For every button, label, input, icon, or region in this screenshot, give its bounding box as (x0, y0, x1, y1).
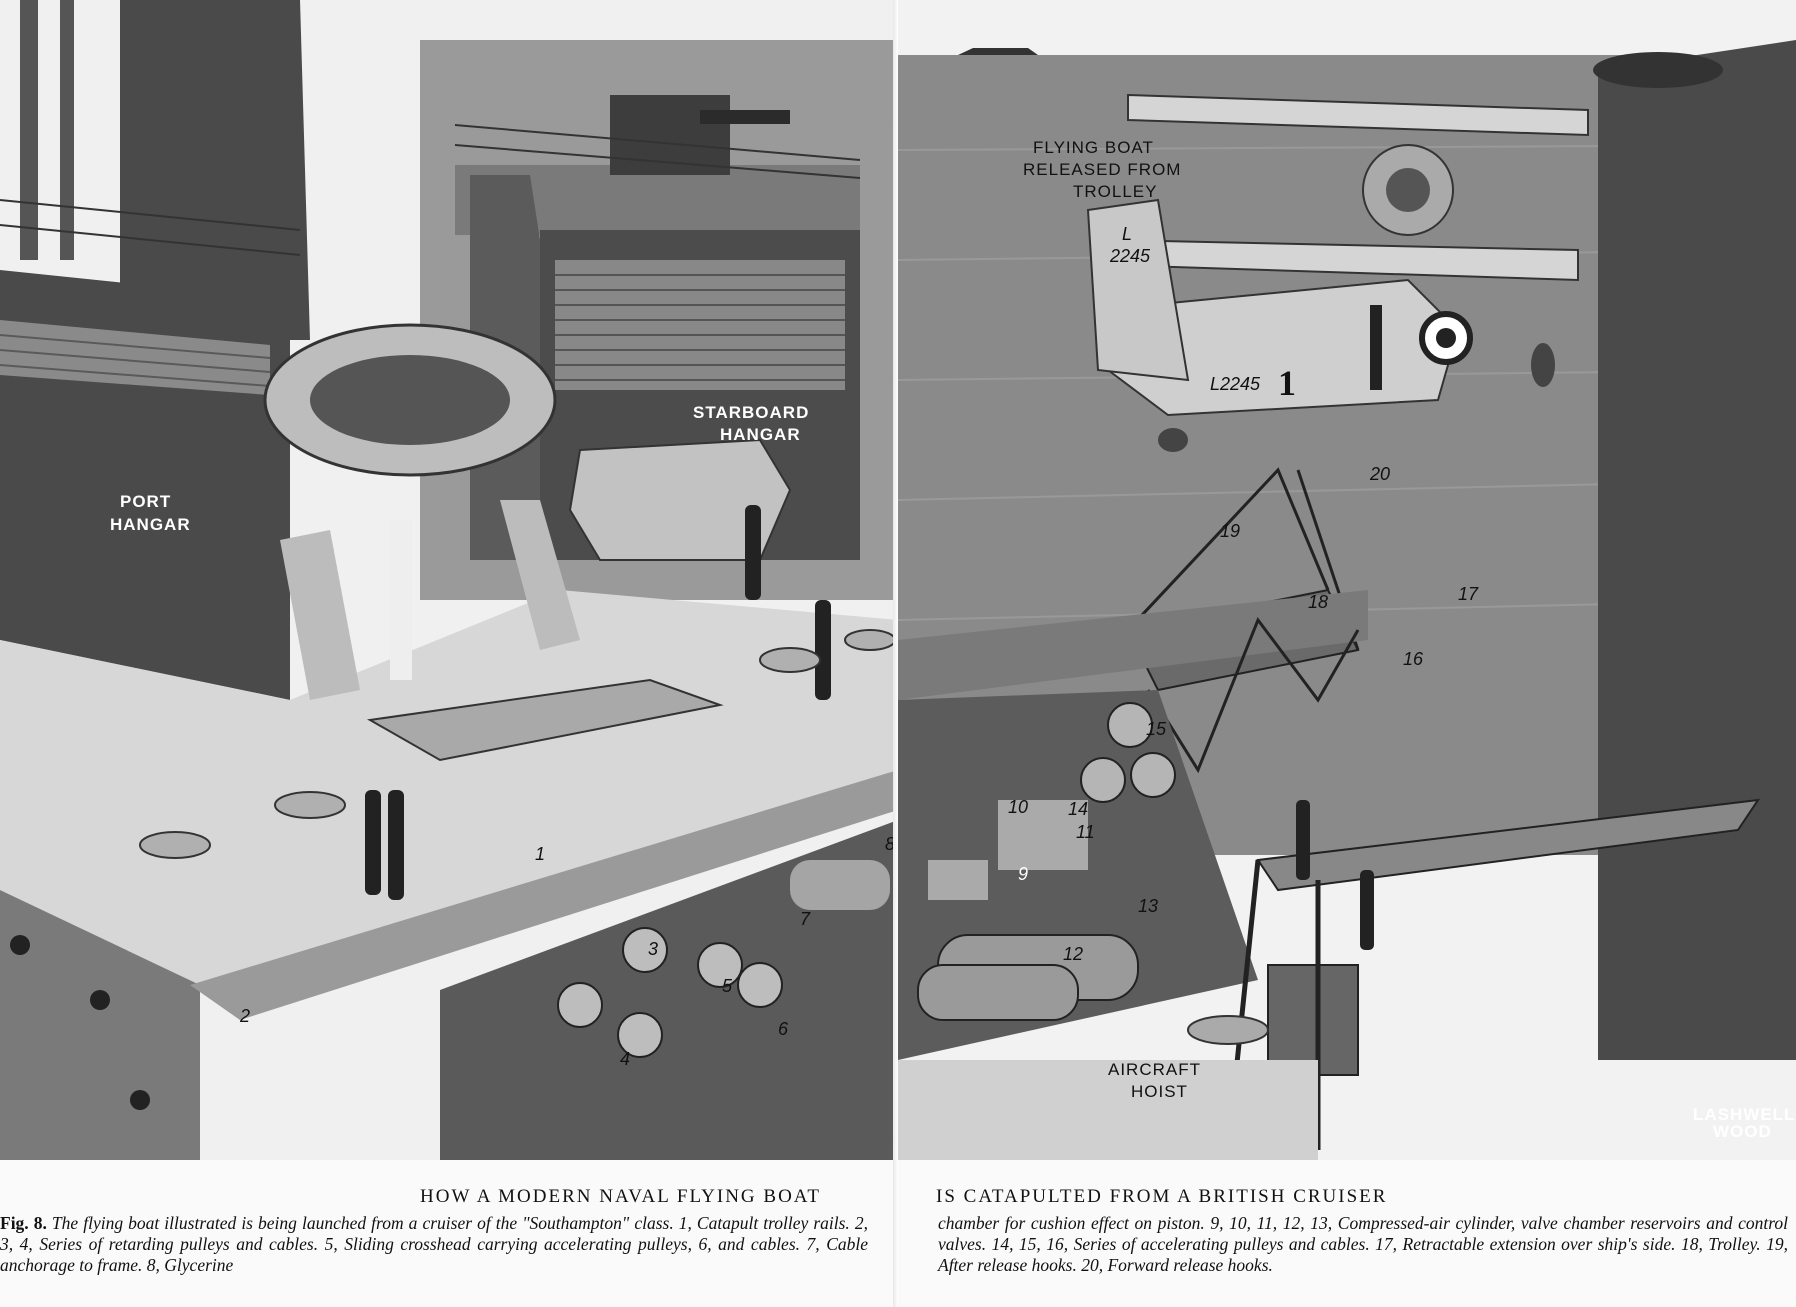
callout-11: 11 (1076, 822, 1095, 842)
aircraft-hoist-label-2: HOIST (1131, 1082, 1188, 1101)
flying-boat-label-1: FLYING BOAT (1033, 138, 1154, 157)
funnel (120, 0, 310, 340)
callout-6: 6 (778, 1019, 789, 1039)
flying-boat-label-3: TROLLEY (1073, 182, 1157, 201)
funnel-right (1598, 40, 1796, 1060)
port-shutter (0, 320, 271, 395)
left-page: PORT HANGAR STARBOARD HANGAR 1 2 3 4 5 6… (0, 0, 898, 1276)
left-illustration: PORT HANGAR STARBOARD HANGAR 1 2 3 4 5 6… (0, 0, 898, 1160)
callout-1: 1 (535, 844, 545, 864)
right-page: L 2245 L2245 1 (898, 0, 1796, 1307)
tail-fin (1086, 198, 1190, 382)
catapult-drawing: L 2245 L2245 1 (898, 0, 1796, 1160)
callout-12: 12 (1063, 944, 1083, 964)
sailors-right (1296, 800, 1374, 950)
deck-hatches (139, 629, 896, 859)
cylinder (998, 800, 1088, 870)
caption-left-text: The flying boat illustrated is being lau… (0, 1213, 868, 1275)
flying-boat: L 2245 L2245 1 (1086, 93, 1589, 452)
callout-3: 3 (648, 939, 658, 959)
caption-right: chamber for cushion effect on piston. 9,… (938, 1213, 1788, 1275)
signature-2: WOOD (1713, 1122, 1772, 1141)
starboard-shutter (555, 260, 845, 390)
heading-left: HOW A MODERN NAVAL FLYING BOAT (420, 1186, 822, 1207)
callout-17: 17 (1458, 584, 1479, 604)
float (1158, 428, 1188, 452)
life-raft (263, 323, 557, 477)
hull-side (0, 890, 200, 1160)
retarding-pulleys (557, 927, 783, 1058)
fig-label: Fig. 8. (0, 1213, 47, 1233)
lower-deck (898, 1060, 1318, 1160)
callout-16: 16 (1403, 649, 1424, 669)
catapult-rail (190, 770, 898, 1020)
tail-serial-number: 2245 (1109, 246, 1151, 266)
railing (0, 124, 861, 256)
callout-14: 14 (1068, 799, 1088, 819)
callout-10: 10 (1008, 797, 1028, 817)
callout-15: 15 (1146, 719, 1167, 739)
right-illustration: L 2245 L2245 1 (898, 0, 1796, 1160)
starboard-hangar-label-2: HANGAR (720, 425, 801, 444)
extension-truss (1146, 616, 1360, 774)
aircraft-hoist (1225, 798, 1761, 1151)
callout-5: 5 (722, 976, 733, 996)
starboard-hangar-label-1: STARBOARD (693, 403, 809, 422)
upper-wing (1127, 93, 1589, 137)
air-reservoirs (917, 934, 1139, 1021)
upper-deckhouse (455, 165, 860, 235)
caption-left: Fig. 8. The flying boat illustrated is b… (0, 1213, 868, 1276)
callout-7: 7 (800, 909, 811, 929)
catapult-extension (898, 590, 1368, 700)
raft-stand (280, 500, 580, 700)
heading-right: IS CATAPULTED FROM A BRITISH CRUISER (936, 1186, 1388, 1207)
callout-2: 2 (239, 1006, 250, 1026)
valve-chamber (928, 860, 988, 900)
callout-4: 4 (620, 1049, 630, 1069)
callout-19: 19 (1220, 521, 1240, 541)
machinery-room (440, 820, 898, 1160)
ship-deck-drawing: PORT HANGAR STARBOARD HANGAR 1 2 3 4 5 6… (0, 0, 898, 1160)
sailors (365, 505, 831, 900)
callout-20: 20 (1369, 464, 1390, 484)
tail-serial-letter: L (1122, 224, 1132, 244)
deck-plates (366, 678, 724, 762)
glycerine-chamber (790, 860, 890, 910)
fuselage-number: 1 (1278, 363, 1296, 403)
mast (20, 0, 38, 260)
aircraft-hoist-label-1: AIRCRAFT (1108, 1060, 1201, 1079)
signature-1: LASHWELL (1693, 1105, 1795, 1124)
flying-boat-label-2: RELEASED FROM (1023, 160, 1181, 179)
distant-ship (958, 48, 1038, 55)
callout-13: 13 (1138, 896, 1158, 916)
callout-9: 9 (1018, 864, 1028, 884)
fuselage-stripe (1370, 305, 1382, 390)
engine (1386, 168, 1430, 212)
fuselage-code: L2245 (1210, 374, 1261, 394)
callout-18: 18 (1308, 592, 1328, 612)
accelerating-pulleys (1080, 702, 1176, 803)
callout-8: 8 (885, 834, 895, 854)
port-hangar-label-1: PORT (120, 492, 171, 511)
port-hangar-label-2: HANGAR (110, 515, 191, 534)
